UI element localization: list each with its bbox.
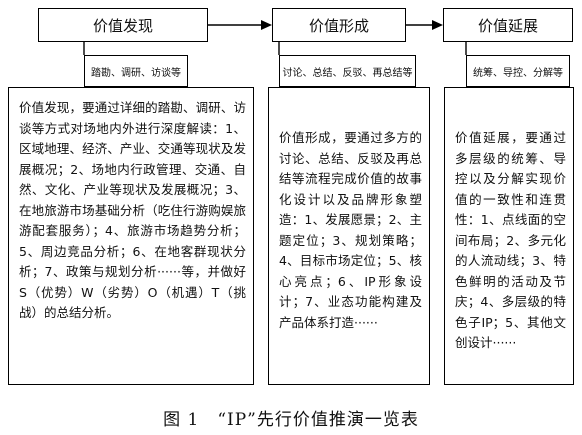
figure-caption: 图 1 “IP”先行价值推演一览表 [163,410,419,430]
stage-title: 价值延展 [477,16,538,35]
stage-title: 价值形成 [308,16,369,35]
method-box-value-extension: 统筹、导控、分解等 [466,55,570,87]
description-box-value-extension: 价值延展，要通过多层级的统筹、导控以及分解实现价值的一致性和连贯性：1、点线面的… [444,87,574,385]
method-text: 踏勘、调研、访谈等 [91,67,181,79]
description-box-value-discovery: 价值发现，要通过详细的踏勘、调研、访谈等方式对场地内外进行深度解读：1、区域地理… [8,87,254,385]
stage-box-value-discovery: 价值发现 [38,8,208,42]
stage-title: 价值发现 [92,16,153,35]
arrow-1-head [261,20,272,30]
method-box-value-formation: 讨论、总结、反驳、再总结等 [279,55,416,87]
stage-box-value-extension: 价值延展 [443,8,573,42]
method-box-value-discovery: 踏勘、调研、访谈等 [84,55,188,87]
description-text: 价值延展，要通过多层级的统筹、导控以及分解实现价值的一致性和连贯性：1、点线面的… [455,130,566,350]
arrow-2-head [432,20,443,30]
method-text: 统筹、导控、分解等 [473,67,563,79]
stage-box-value-formation: 价值形成 [272,8,406,42]
description-box-value-formation: 价值形成，要通过多方的讨论、总结、反驳及再总结等流程完成价值的故事化设计以及品牌… [268,87,430,385]
method-text: 讨论、总结、反驳、再总结等 [282,67,413,79]
description-text: 价值形成，要通过多方的讨论、总结、反驳及再总结等流程完成价值的故事化设计以及品牌… [279,130,422,330]
description-text: 价值发现，要通过详细的踏勘、调研、访谈等方式对场地内外进行深度解读：1、区域地理… [19,100,246,320]
